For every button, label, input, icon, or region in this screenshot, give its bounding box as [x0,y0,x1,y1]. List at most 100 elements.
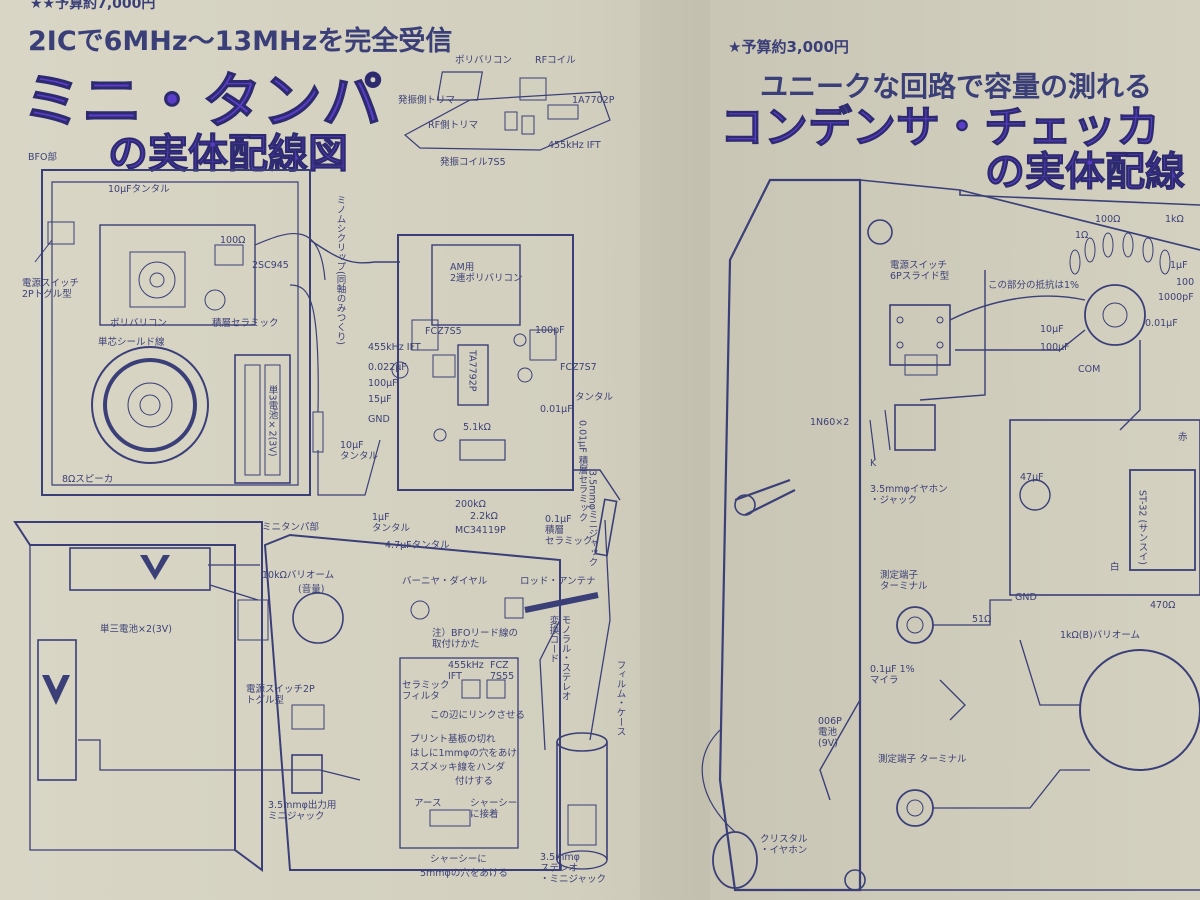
center-fold [640,0,710,900]
tanpa-c47u: 4.7μFタンタル [385,540,450,551]
tanpa-c15u: 15μF [368,394,392,405]
right-subtitle: ユニークな回路で容量の測れる [760,70,1152,103]
note-title: 注）BFOリード線の取付けかた [432,627,518,650]
inset-osc-trimmer-2: 1A7702P [572,95,615,106]
main-vol: (音量) [298,583,324,595]
checker-earphone-jack: 3.5mmφイヤホン・ジャック [870,484,948,506]
checker-diode: 1N60×2 [810,417,849,428]
tanpa-r51k: 5.1kΩ [463,422,491,433]
tanpa-gnd: GND [368,414,390,425]
main-vernier: バーニヤ・ダイヤル [402,575,488,587]
left-budget: ★★予算約7,000円 [30,0,155,12]
clip-label: ミノムシクリップ(同軸のみつくり) [335,195,347,345]
tanpa-fcz-left: FCZ7S5 [425,326,462,337]
tanpa-ic-mc: MC34119P [455,525,506,536]
inset-osc-coil: 発振コイル7S5 [440,156,506,168]
checker-red: 赤 [1178,432,1188,443]
inset-rf-coil: RFコイル [535,55,576,66]
checker-vr1k: 1kΩ(B)バリオーム [1060,630,1140,641]
tanpa-chassis: ミニタンパ部 単三電池×2(3V) 10kΩバリオーム (音量) 電源スイッチ2… [13,521,599,872]
checker-r51: 51Ω [972,614,991,625]
tanpa-c100p: 100pF [535,325,565,336]
checker-r1: 1Ω [1075,230,1088,241]
checker-resistor-note: この部分の抵抗は1% [988,279,1079,291]
bfo-cap-10uf: 10μFタンタル [108,184,170,195]
left-subtitle: 2ICで6MHz〜13MHzを完全受信 [28,25,452,57]
note-line3: はしに1mmφの穴をあけ [410,747,517,759]
bfo-speaker: 8Ωスピーカ [62,474,113,485]
main-battery: 単三電池×2(3V) [100,623,172,635]
checker-st32: ST-32 (サンスイ) [1137,490,1149,565]
main-vr10k: 10kΩバリオーム [262,570,334,581]
tanpa-r22k: 2.2kΩ [470,511,498,522]
film-case: フィルム・ケース [615,660,627,736]
tanpa-jack35: 3.5mmφミニジャック [587,470,599,567]
tanpa-c01-ceramic: 0.01μF 積層セラミック [577,420,589,522]
monaural-cord: モノラル・ステレオ変換コード [548,614,572,700]
main-output-jack: 3.5mmφ出力用ミニジャック [268,799,336,822]
bfo-ceramic: 積層セラミック [212,317,279,329]
bfo-battery: 単3電池×2(3V) [267,384,279,456]
inset-osc-trimmer: 発振側トリマ [398,94,455,106]
checker-c47u: 47μF [1020,472,1044,483]
note-hole-1: シャーシーに [430,854,487,865]
inset-ift: 455kHz IFT [548,140,601,151]
note-hole-2: 5mmφの穴をあける [420,867,508,879]
left-title-1: ミニ・タンパ [22,67,382,137]
note-earth: アース [414,798,441,809]
checker-terminal-1: 測定端子ターミナル [880,569,928,592]
inset-rf-trimmer: RF側トリマ [428,119,478,131]
checker-r470: 470Ω [1150,600,1175,611]
checker-r1k: 1kΩ [1165,214,1184,225]
inset-polyvaricon-board: ポリバリコン RFコイル 発振側トリマ 1A7702P RF側トリマ 455kH… [398,55,615,168]
note-line5: 付けする [455,776,493,787]
note-line2: プリント基板の切れ [410,733,496,745]
checker-crystal: クリスタル・イヤホン [760,834,808,856]
checker-white: 白 [1110,561,1120,573]
tanpa-section-label: ミニタンパ部 [262,521,319,533]
note-chassis: シャーシーに接着 [470,798,517,820]
checker-c100u: 100μF [1040,342,1070,353]
inset-polyvaricon: ポリバリコン [455,55,512,66]
bfo-2sc945: 2SC945 [252,260,289,271]
checker-terminal-2: 測定端子 ターミナル [878,753,967,765]
bfo-shield: 単芯シールド線 [98,336,165,348]
tanpa-tantal: タンタル [575,392,614,403]
checker-c001: 0.01μF [1145,318,1178,329]
right-title-2: の実体配線 [985,149,1185,195]
tanpa-c001: 0.01μF [540,404,573,415]
checker-c1000p: 1000pF [1158,292,1194,303]
tanpa-fcz-right: FCZ7S7 [560,362,597,373]
note-line4: スズメッキ線をハンダ [410,761,506,773]
bfo-section-label: BFO部 [28,151,57,163]
bfo-r100: 100Ω [220,235,245,246]
checker-c10u: 10μF [1040,324,1064,335]
tanpa-c100u: 100μF [368,378,398,389]
checker-com: COM [1078,364,1100,375]
checker-mylar: 0.1μF 1%マイラ [870,664,915,686]
note-ceramic: セラミックフィルタ [402,680,450,702]
tanpa-ift: 455kHz IFT [368,342,421,353]
tanpa-r200k: 200kΩ [455,499,486,510]
bfo-polyvaricon: ポリバリコン [110,318,167,329]
checker-r100: 100Ω [1095,214,1120,225]
main-rod-antenna: ロッド・アンテナ [520,576,596,587]
